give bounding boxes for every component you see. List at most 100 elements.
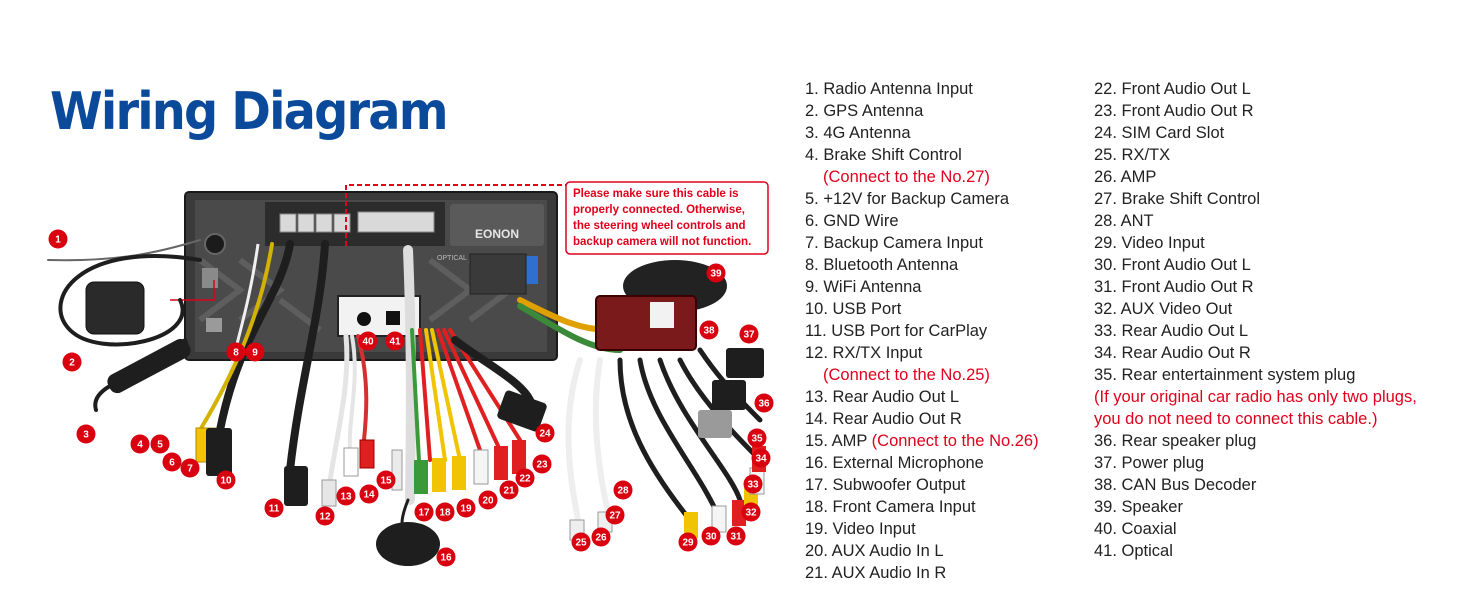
gps-cable <box>58 254 202 347</box>
badge-number: 17 <box>418 508 430 519</box>
badge-number: 12 <box>319 512 331 523</box>
rear-entertainment-plug <box>698 410 732 438</box>
usb-cable <box>216 240 294 434</box>
legend-item: 16. External Microphone <box>805 452 1039 474</box>
4g-socket <box>206 318 222 332</box>
legend-item: 27. Brake Shift Control <box>1094 188 1417 210</box>
accessories <box>85 260 766 566</box>
number-badge-39: 39 <box>706 263 726 283</box>
number-badge-30: 30 <box>701 526 721 546</box>
legend-item-text: 37. Power plug <box>1094 454 1205 472</box>
badge-circle <box>726 526 746 546</box>
legend-item-text: 38. CAN Bus Decoder <box>1094 476 1257 494</box>
badge-circle <box>478 490 498 510</box>
legend-item-text: 33. Rear Audio Out L <box>1094 322 1249 340</box>
number-badge-13: 13 <box>336 486 356 506</box>
badge-circle <box>754 393 774 413</box>
badge-circle <box>358 331 378 351</box>
legend-item: 3. 4G Antenna <box>805 122 1039 144</box>
legend-item-text: 41. Optical <box>1094 542 1173 560</box>
rear-audio-r-rca <box>359 439 375 469</box>
legend-item-text: 40. Coaxial <box>1094 520 1177 538</box>
badge-circle <box>216 470 236 490</box>
number-badge-35: 35 <box>747 428 767 448</box>
number-badge-19: 19 <box>456 498 476 518</box>
gps-module <box>85 281 145 335</box>
badge-number: 21 <box>503 486 515 497</box>
aux-r-rca <box>494 446 508 480</box>
legend-item-text: 7. Backup Camera Input <box>805 234 983 252</box>
badge-number: 23 <box>536 460 548 471</box>
badge-number: 35 <box>751 434 763 445</box>
usb-connector <box>206 428 232 476</box>
rear-audio-l-rca <box>343 447 359 477</box>
badge-number: 33 <box>747 480 759 491</box>
badge-circle <box>532 454 552 474</box>
legend-item-text: 4. Brake Shift Control <box>805 146 962 164</box>
badge-circle <box>535 423 555 443</box>
sim-cable <box>451 336 534 404</box>
legend-item: 35. Rear entertainment system plug <box>1094 364 1417 386</box>
badge-circle <box>699 320 719 340</box>
legend-item-note: (Connect to the No.26) <box>867 432 1039 450</box>
legend-item: 9. WiFi Antenna <box>805 276 1039 298</box>
legend-item: 28. ANT <box>1094 210 1417 232</box>
legend-item: 2. GPS Antenna <box>805 100 1039 122</box>
number-badge-11: 11 <box>264 498 284 518</box>
rxtx-connector <box>321 479 337 507</box>
legend-item-text: 10. USB Port <box>805 300 902 318</box>
legend-item-text: 30. Front Audio Out L <box>1094 256 1251 274</box>
legend-item: 19. Video Input <box>805 518 1039 540</box>
number-badge-25: 25 <box>571 532 591 552</box>
legend-item-text: 31. Front Audio Out R <box>1094 278 1254 296</box>
front-audio-r-plug <box>732 500 746 526</box>
number-badge-9: 9 <box>245 342 265 362</box>
badge-circle <box>359 484 379 504</box>
badge-number: 16 <box>440 553 452 564</box>
callout-line-1: Please make sure this cable is <box>573 188 739 200</box>
legend-item-text: 20. AUX Audio In L <box>805 542 944 560</box>
legend-item-text: 25. RX/TX <box>1094 146 1171 164</box>
number-badge-41: 41 <box>385 331 405 351</box>
badge-number: 11 <box>269 504 280 515</box>
number-badge-5: 5 <box>150 434 170 454</box>
badge-number: 18 <box>439 508 451 519</box>
number-badge-1: 1 <box>48 229 68 249</box>
legend-item-text: 35. Rear entertainment system plug <box>1094 366 1356 384</box>
brand-plate <box>450 204 544 246</box>
number-badge-26: 26 <box>591 527 611 547</box>
legend-item-text: 18. Front Camera Input <box>805 498 976 516</box>
badge-number: 10 <box>220 476 232 487</box>
badge-number: 36 <box>758 399 770 410</box>
brand-logo: EONON <box>475 227 519 241</box>
legend-item-text: 36. Rear speaker plug <box>1094 432 1257 450</box>
badge-circle <box>613 480 633 500</box>
legend-item: (Connect to the No.27) <box>805 166 1039 188</box>
legend-item: 21. AUX Audio In R <box>805 562 1039 584</box>
canbus-decoder <box>595 295 697 351</box>
badge-number: 9 <box>252 348 258 359</box>
legend-item: 17. Subwoofer Output <box>805 474 1039 496</box>
harness-plugs <box>279 211 435 233</box>
legend-item-text: 14. Rear Audio Out R <box>805 410 962 428</box>
badge-number: 14 <box>363 490 375 501</box>
number-badge-3: 3 <box>76 424 96 444</box>
badge-circle <box>130 434 150 454</box>
legend-item: 18. Front Camera Input <box>805 496 1039 518</box>
legend-item: 15. AMP (Connect to the No.26) <box>805 430 1039 452</box>
callout-line-4: backup camera will not function. <box>573 236 751 248</box>
badge-number: 37 <box>743 330 755 341</box>
badge-number: 22 <box>519 474 531 485</box>
badge-number: 26 <box>595 533 607 544</box>
badge-number: 13 <box>340 492 352 503</box>
badge-circle <box>245 342 265 362</box>
radio-antenna-socket <box>204 233 226 255</box>
badge-circle <box>180 458 200 478</box>
legend-item: 10. USB Port <box>805 298 1039 320</box>
4g-antenna-module <box>107 338 191 394</box>
head-unit: EONON OPTICAL <box>184 191 558 381</box>
badge-number: 38 <box>703 326 715 337</box>
